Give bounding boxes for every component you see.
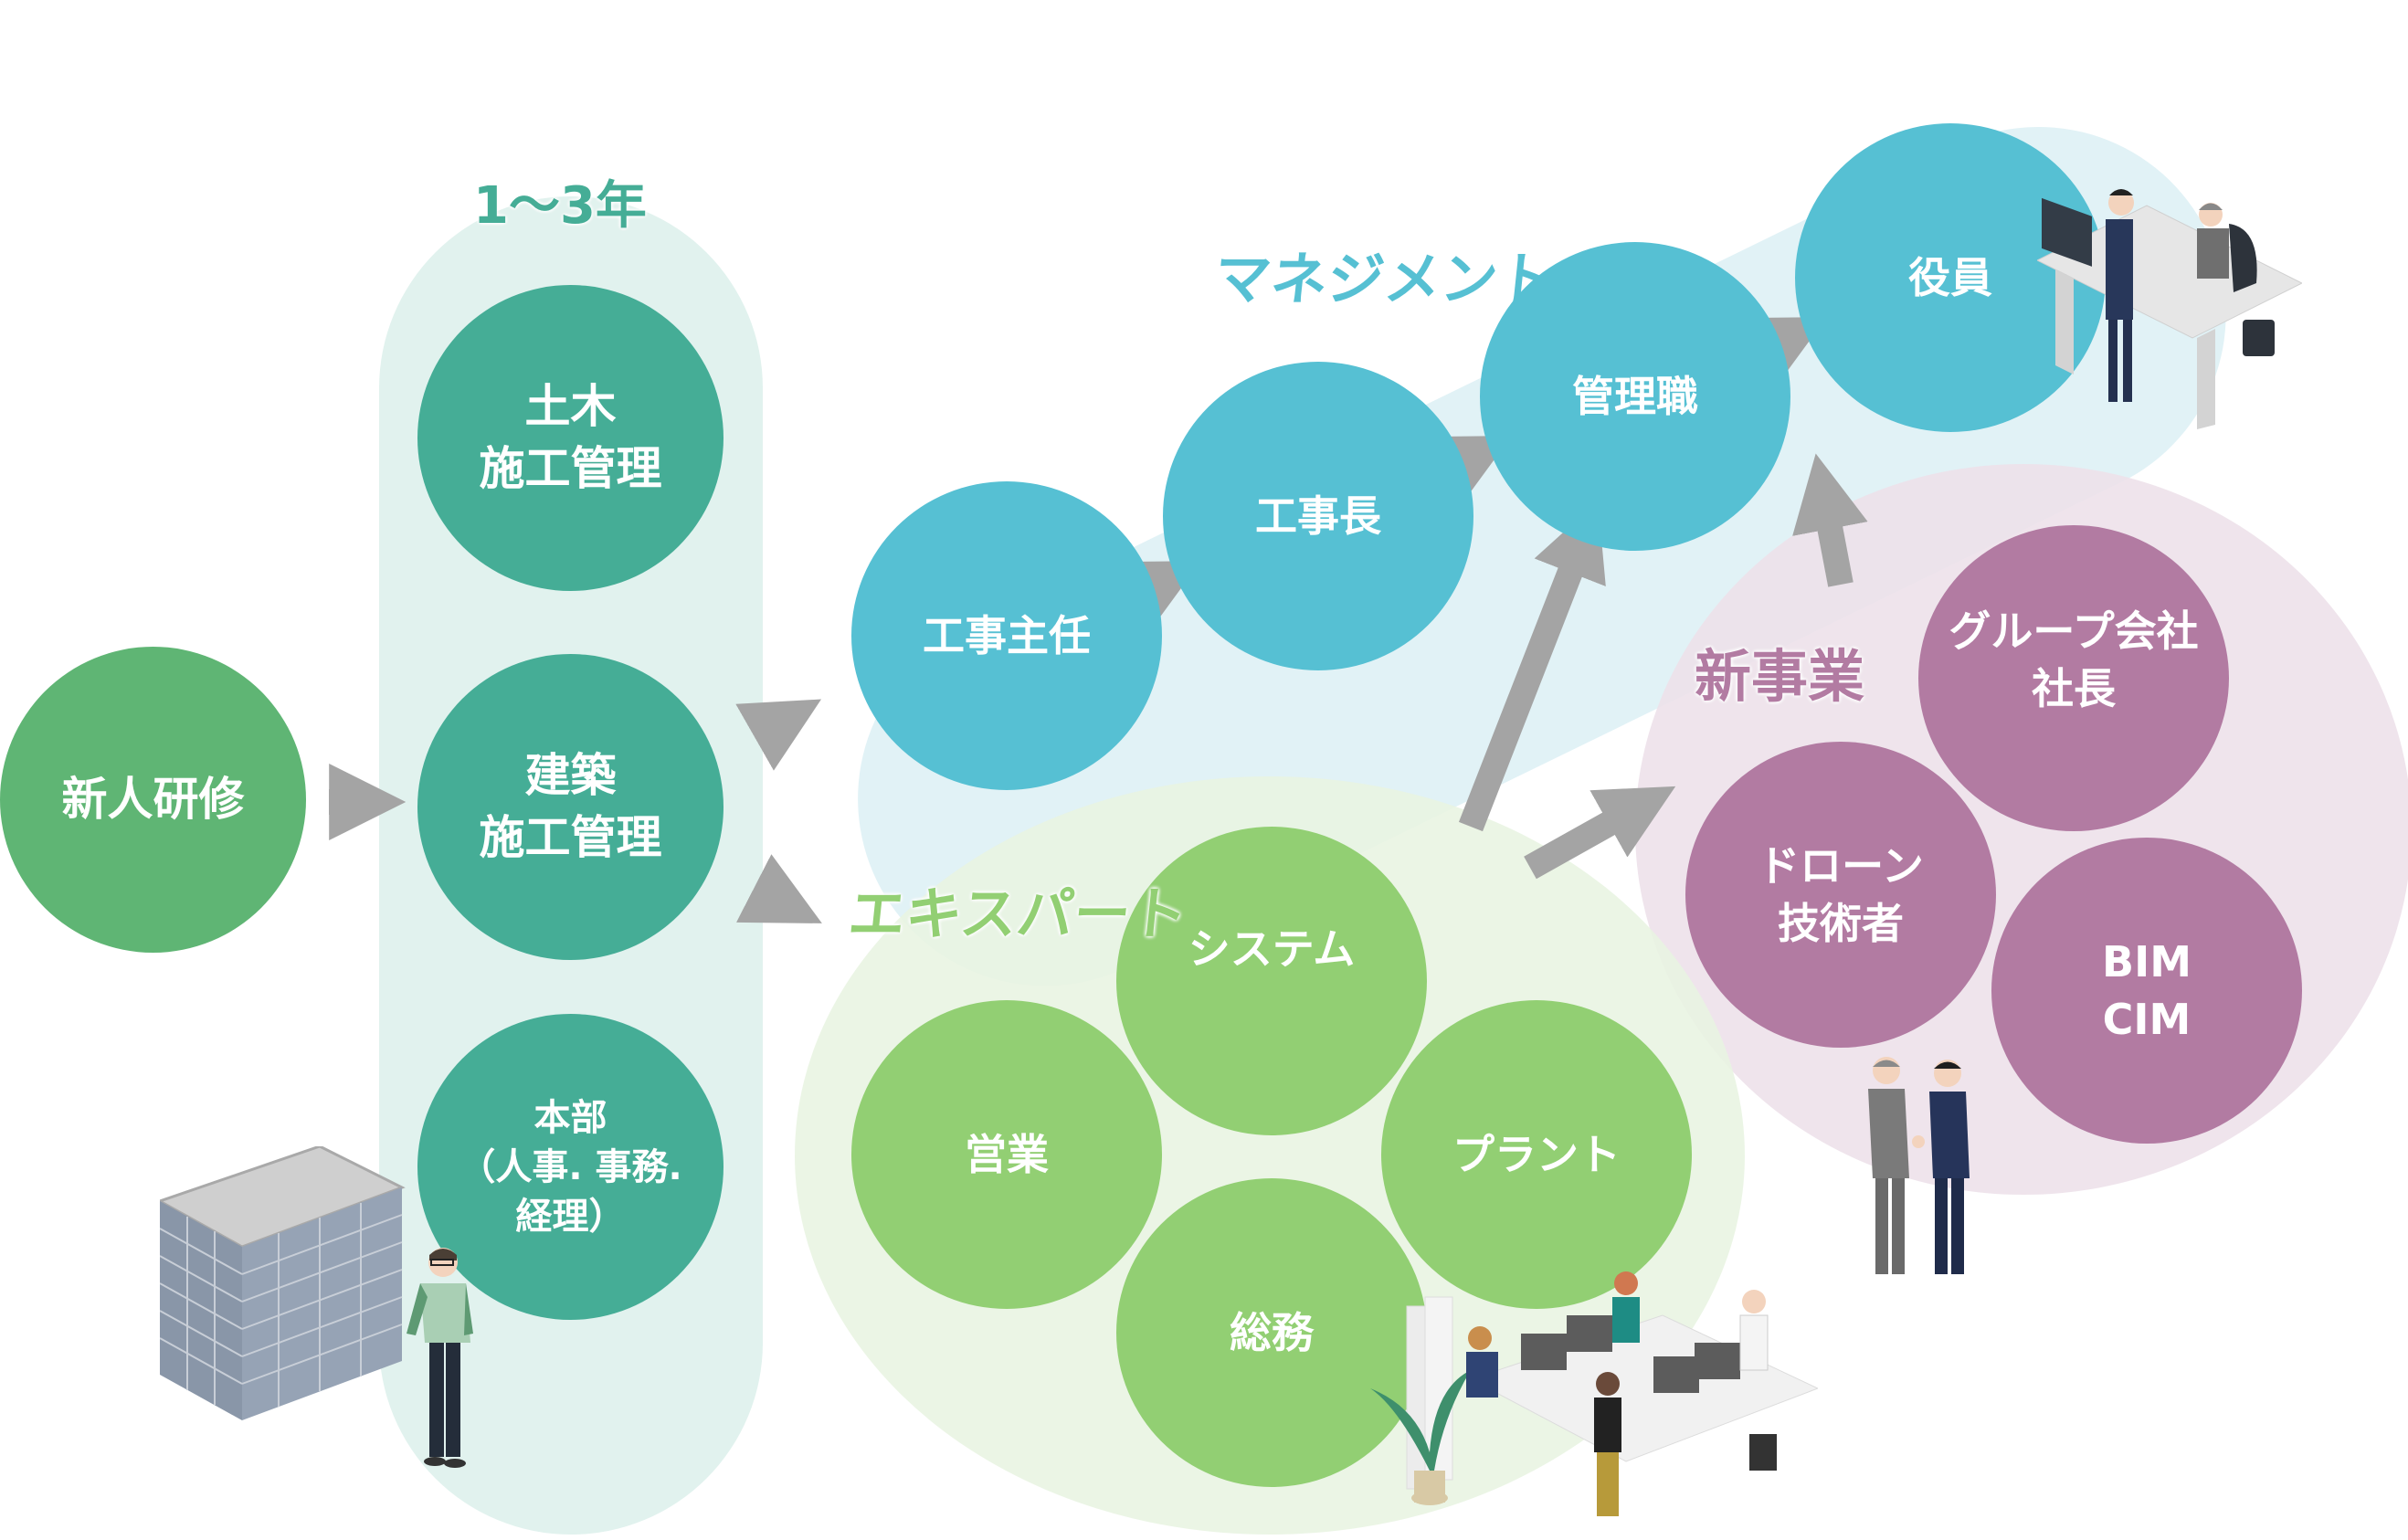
- node-site-chief: 工事主任: [851, 481, 1162, 790]
- node-general-affairs: 総務: [1116, 1178, 1427, 1487]
- executive-desk-illustration: [2037, 189, 2302, 429]
- node-bim-cim: BIM CIM: [1991, 838, 2302, 1144]
- node-label: システム: [1188, 923, 1356, 974]
- worker-illustration: [407, 1248, 473, 1468]
- node-label: 総務: [1230, 1307, 1314, 1357]
- node-group-company-president: グループ会社 社長: [1918, 525, 2229, 831]
- node-executive: 役員: [1795, 123, 2106, 432]
- arrow-expert-to-manager: [1458, 501, 1606, 832]
- node-headquarters: 本部 （人事. 事務. 経理）: [417, 1014, 723, 1320]
- arrow-expert-to-new-business: [1524, 786, 1676, 880]
- node-label: 工事長: [1255, 490, 1381, 541]
- node-manager: 管理職: [1480, 242, 1790, 551]
- node-label: 管理職: [1572, 371, 1698, 421]
- node-sales: 営業: [851, 1000, 1162, 1309]
- node-drone-engineer: ドローン 技術者: [1685, 742, 1996, 1048]
- node-label: プラント: [1452, 1129, 1621, 1179]
- node-label: ドローン 技術者: [1758, 841, 1924, 948]
- office-building-illustration: [160, 1146, 406, 1420]
- node-plant: プラント: [1381, 1000, 1692, 1309]
- node-site-director: 工事長: [1163, 362, 1473, 670]
- arrow-new-business-to-manager: [1792, 453, 1868, 587]
- node-label: 土木 施工管理: [479, 380, 662, 495]
- node-label: BIM CIM: [2102, 937, 2191, 1044]
- node-label: 新人研修: [61, 772, 245, 826]
- node-label: 建築 施工管理: [479, 749, 662, 864]
- node-label: 本部 （人事. 事務. 経理）: [459, 1096, 682, 1238]
- arrow-year-to-management: [735, 699, 822, 771]
- node-label: 役員: [1908, 252, 1992, 302]
- new-business-heading: 新事業: [1695, 643, 1865, 710]
- node-systems: システム: [1116, 827, 1427, 1135]
- management-heading: マネジメント: [1210, 246, 1558, 312]
- handshake-illustration: [1868, 1057, 1970, 1274]
- year-stage-heading: 1〜3年: [473, 176, 647, 236]
- expert-heading: エキスパート: [845, 881, 1191, 947]
- node-label: 工事主任: [923, 610, 1091, 660]
- office-workers-illustration: [1370, 1271, 1818, 1516]
- node-civil-construction-management: 土木 施工管理: [417, 285, 723, 591]
- arrow-year-to-expert: [735, 854, 822, 923]
- node-new-employee-training: 新人研修: [0, 647, 306, 953]
- node-label: 営業: [965, 1129, 1049, 1179]
- node-building-construction-management: 建築 施工管理: [417, 654, 723, 960]
- node-label: グループ会社 社長: [1949, 607, 2199, 713]
